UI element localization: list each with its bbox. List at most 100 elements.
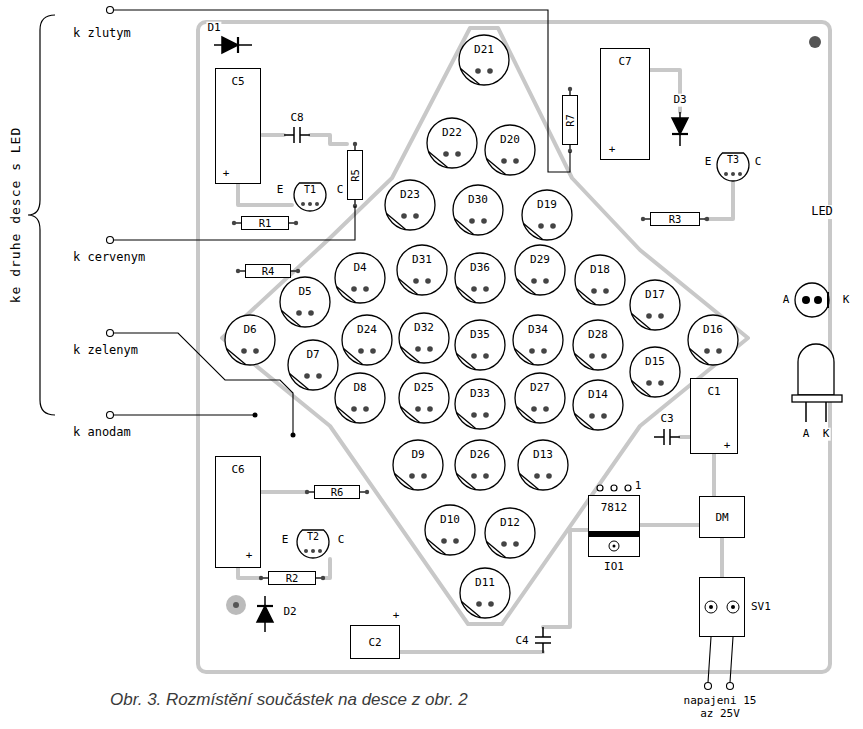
led-body (455, 253, 505, 303)
led-outline: D5 (279, 276, 331, 328)
led-shape (398, 312, 450, 364)
part-designator: D22 (426, 126, 478, 139)
led-body (575, 255, 625, 305)
led-body (688, 315, 738, 365)
led-pad (425, 278, 431, 284)
part-designator: D32 (398, 321, 450, 334)
connector-pin (709, 605, 713, 609)
resistor-pad (641, 217, 645, 221)
part-designator: C5 (216, 75, 260, 88)
led-body (427, 118, 477, 168)
led-side-view (798, 344, 834, 395)
pad (597, 485, 603, 491)
trace (640, 523, 699, 527)
transistor-shape (296, 525, 330, 559)
led-pad (646, 313, 652, 319)
diode-symbol (214, 37, 252, 53)
wire-ends (253, 413, 296, 438)
led-outline: D13 (517, 439, 569, 491)
board-edge-trace (198, 22, 830, 672)
led-pad (421, 473, 427, 479)
part-designator: R6 (331, 487, 344, 498)
led-body (385, 180, 435, 230)
pin-label: C (754, 156, 763, 169)
diode-bar (672, 133, 688, 135)
part-designator: D23 (384, 188, 436, 201)
led-shape (279, 276, 331, 328)
diode-symbol (257, 596, 273, 632)
led-pad (316, 373, 322, 379)
resistor-pad (259, 576, 263, 580)
part-designator: C6 (216, 463, 260, 476)
led-outline: D32 (398, 312, 450, 364)
connector-pad (727, 601, 739, 613)
led-pad (363, 286, 369, 292)
led-body (455, 440, 505, 490)
connector-shape (700, 578, 746, 638)
resistor-pad (232, 221, 236, 225)
regulator-hole-center (613, 545, 616, 548)
led-outline: D28 (572, 319, 624, 371)
terminal (727, 683, 734, 690)
part-designator: T3 (716, 154, 750, 165)
external-wires (114, 10, 734, 683)
part-designator: D17 (629, 288, 681, 301)
led-flange (792, 395, 842, 402)
resistor-pad (305, 490, 309, 494)
part-designator: D13 (517, 448, 569, 461)
led-pad (370, 348, 376, 354)
trace (712, 454, 716, 496)
led-pad (541, 348, 547, 354)
transistor-shape (293, 178, 327, 212)
led-outline: D30 (452, 184, 504, 236)
led-outline: D26 (454, 439, 506, 491)
part-designator: D18 (574, 263, 626, 276)
transistor-pad (315, 202, 319, 206)
led-outline: D33 (454, 378, 506, 430)
led-pad (475, 68, 481, 74)
led-pad (415, 346, 421, 352)
polarity-mark: + (392, 610, 401, 623)
led-pad (476, 601, 482, 607)
led-body (515, 245, 565, 295)
led-outline: D25 (398, 372, 450, 424)
led-pad (401, 213, 407, 219)
part-designator: D6 (224, 323, 276, 336)
transistor-shape (716, 148, 750, 182)
led-ring-trace (222, 28, 748, 624)
led-pad (531, 278, 537, 284)
transistor-pad (738, 172, 742, 176)
resistor-box: R5 (347, 150, 363, 200)
led-outline: D36 (454, 252, 506, 304)
resistor-pad (353, 142, 357, 146)
part-designator: D35 (454, 328, 506, 341)
polarity-mark: + (245, 550, 254, 563)
led-shape (521, 189, 573, 241)
wire (114, 414, 256, 415)
led-shape (454, 439, 506, 491)
led-pad (589, 353, 595, 359)
led-pad (589, 413, 595, 419)
diode-bar (237, 37, 239, 53)
led-pad (646, 380, 652, 386)
wire-label: k zlutym (72, 27, 132, 41)
transistor-pad (304, 549, 308, 553)
led-pad (543, 278, 549, 284)
part-designator: D8 (334, 381, 386, 394)
led-pad (534, 473, 540, 479)
part-designator: R7 (565, 114, 576, 127)
led-pad (358, 348, 364, 354)
trace (238, 568, 261, 578)
capacitor-symbol (535, 627, 551, 653)
led-outline: D14 (572, 379, 624, 431)
part-designator: D12 (484, 516, 536, 529)
led-outline: D10 (424, 504, 476, 556)
led-shape (574, 254, 626, 306)
part-designator: C1 (691, 385, 737, 398)
led-pad (453, 538, 459, 544)
sketch-title: LED (810, 205, 834, 219)
led-pad (546, 473, 552, 479)
resistor-pad (236, 269, 240, 273)
led-outline: D9 (392, 439, 444, 491)
trace (262, 135, 347, 144)
